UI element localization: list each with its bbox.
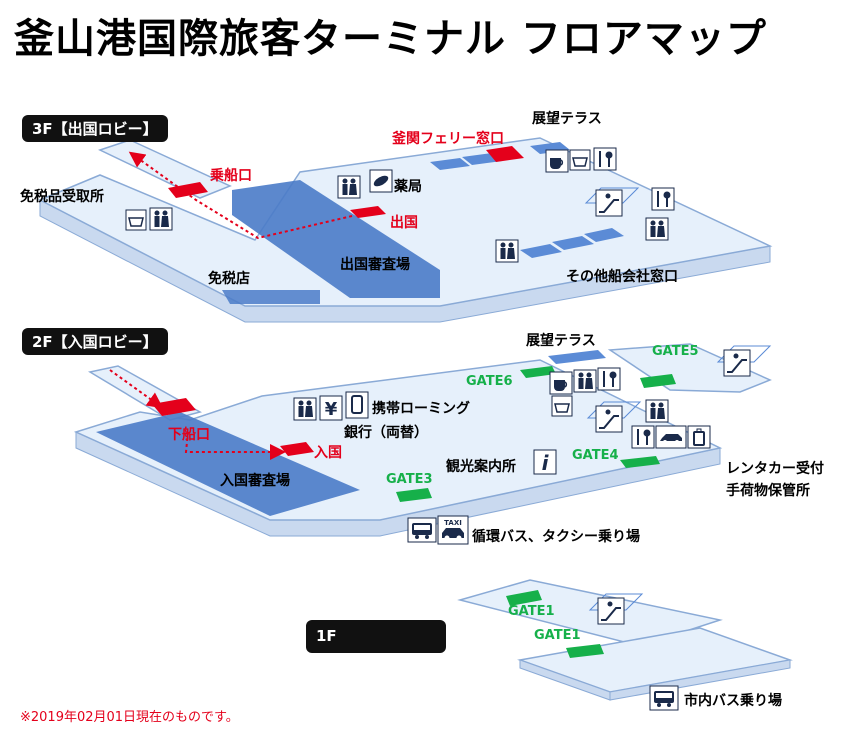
arrival-route-2f xyxy=(109,369,164,409)
restroom-icon xyxy=(149,207,173,231)
label-other-counters: その他船会社窓口 xyxy=(566,269,678,285)
label-arrival: 入国 xyxy=(314,445,342,461)
arrival-exam-area xyxy=(96,412,360,516)
atm-yen-icon: ¥ xyxy=(319,395,343,421)
label-gate1-lower: GATE1 xyxy=(534,628,581,643)
restaurant-icon xyxy=(593,147,617,171)
label-disembark: 下船口 xyxy=(168,427,210,443)
yen-glyph: ¥ xyxy=(325,399,338,420)
label-observation-2f: 展望テラス xyxy=(526,333,596,349)
label-mobile-roaming: 携帯ローミング xyxy=(372,401,470,417)
luggage-icon xyxy=(687,425,711,449)
escalator-icon xyxy=(584,187,640,217)
label-rental-car: レンタカー受付 xyxy=(726,461,824,477)
restroom-icon xyxy=(495,239,519,263)
restaurant-icon xyxy=(651,187,675,211)
departure-route-3f xyxy=(128,151,353,240)
pharmacy-icon xyxy=(369,169,393,193)
restroom-icon xyxy=(337,175,361,199)
bus-icon xyxy=(407,517,437,543)
escalator-icon xyxy=(586,401,642,433)
taxi-sign: TAXI xyxy=(444,519,462,527)
restroom-icon xyxy=(645,217,669,241)
label-gate5: GATE5 xyxy=(652,344,699,359)
restroom-icon xyxy=(573,369,597,393)
shop-icon xyxy=(569,149,591,171)
label-duty-free-shop: 免税店 xyxy=(208,271,250,287)
floor-tag-2f[interactable]: 2F【入国ロビー】 xyxy=(22,328,168,355)
escalator-icon xyxy=(716,345,772,377)
label-baggage: 手荷物保管所 xyxy=(726,483,810,499)
restroom-icon xyxy=(293,397,317,421)
counters-3f xyxy=(168,142,624,258)
label-arrival-exam: 入国審査場 xyxy=(220,473,290,489)
label-kanpu-ferry: 釜関フェリー窓口 xyxy=(392,131,504,147)
arrival-route-2f-b xyxy=(184,431,286,460)
label-departure: 出国 xyxy=(390,215,418,231)
floor-1f-slab xyxy=(457,579,793,701)
shop-icon xyxy=(125,209,147,231)
label-gate1-upper: GATE1 xyxy=(508,604,555,619)
bus-icon xyxy=(649,685,679,711)
info-glyph: i xyxy=(542,451,550,475)
label-tourist-info: 観光案内所 xyxy=(446,459,516,475)
taxi-icon: TAXI xyxy=(437,515,469,545)
shop-icon xyxy=(551,395,573,417)
label-observation-3f: 展望テラス xyxy=(532,111,602,127)
departure-exam-area xyxy=(232,180,440,298)
info-icon: i xyxy=(533,449,557,475)
label-departure-exam: 出国審査場 xyxy=(340,257,410,273)
cafe-icon xyxy=(545,149,569,173)
label-gate3: GATE3 xyxy=(386,472,433,487)
label-boarding: 乗船口 xyxy=(210,168,252,184)
car-icon xyxy=(655,425,687,449)
label-bank: 銀行（両替） xyxy=(344,425,428,441)
label-pharmacy: 薬局 xyxy=(394,179,422,195)
label-city-bus: 市内バス乗り場 xyxy=(684,693,782,709)
footnote: ※2019年02月01日現在のものです。 xyxy=(20,710,239,725)
restaurant-icon xyxy=(631,425,655,449)
label-gate6: GATE6 xyxy=(466,374,513,389)
restaurant-icon xyxy=(597,367,621,391)
label-bus-taxi: 循環バス、タクシー乗り場 xyxy=(472,529,640,545)
duty-free-area xyxy=(222,290,320,304)
cafe-icon xyxy=(549,371,573,395)
floor-tag-3f[interactable]: 3F【出国ロビー】 xyxy=(22,115,168,142)
label-gate4: GATE4 xyxy=(572,448,619,463)
restroom-icon xyxy=(645,399,669,423)
page-title: 釜山港国際旅客ターミナル フロアマップ xyxy=(14,16,767,62)
label-duty-free-pickup: 免税品受取所 xyxy=(20,189,104,205)
mobile-icon xyxy=(345,391,369,419)
floor-tag-1f[interactable]: 1F xyxy=(306,620,446,653)
escalator-icon xyxy=(588,593,644,625)
